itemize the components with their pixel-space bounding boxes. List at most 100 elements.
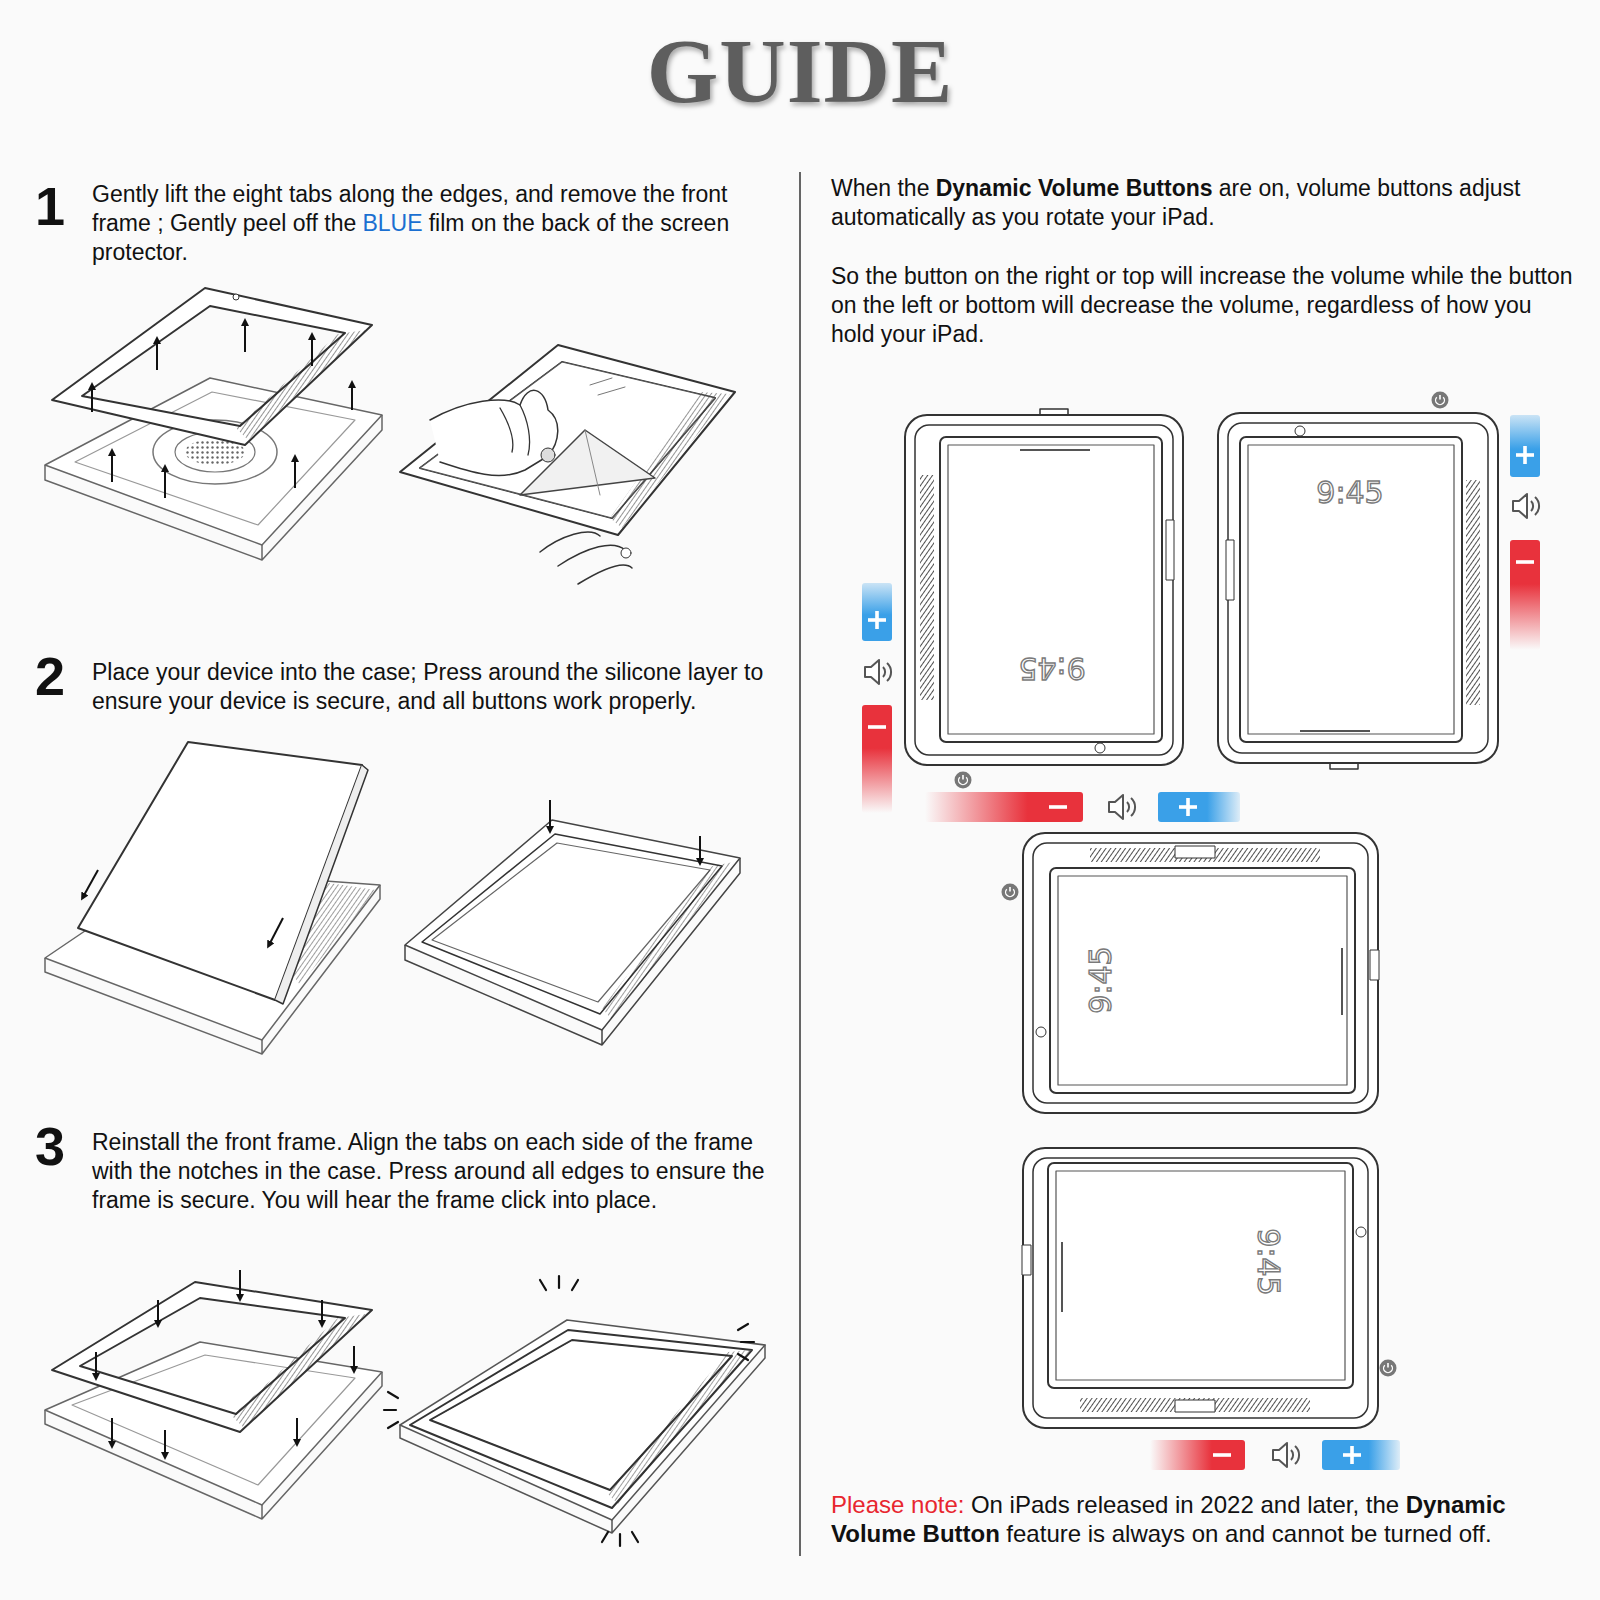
drawing-use <box>865 660 891 684</box>
drawing-rect <box>1033 1158 1368 1418</box>
drawing-line <box>1300 730 1370 732</box>
tablet-insertion <box>45 742 380 1054</box>
column-divider <box>799 172 801 1556</box>
step-number: 3 <box>35 1116 65 1176</box>
drawing-line <box>598 387 625 395</box>
drawing-line <box>294 458 296 488</box>
drawing-rect <box>1056 1171 1345 1380</box>
step-text: BLUE <box>362 210 422 236</box>
drawing-rect <box>1175 846 1215 858</box>
drawing-line <box>388 1392 398 1398</box>
power-icon <box>1380 1360 1397 1377</box>
drawing-line <box>91 386 93 412</box>
drawing-use <box>1513 494 1539 518</box>
drawing-circle <box>233 294 239 300</box>
drawing-rect <box>1322 1440 1400 1470</box>
drawing-line <box>738 1324 748 1330</box>
drawing-polygon <box>232 1314 366 1428</box>
drawing-path <box>52 1282 372 1432</box>
drawing-rect <box>940 437 1162 742</box>
drawing-line <box>738 1354 748 1360</box>
drawing-g <box>96 1270 354 1456</box>
drawing-line <box>157 1300 159 1324</box>
drawing-path <box>52 288 372 445</box>
info-text-block: When theDynamic Volume Buttonsare on, vo… <box>831 174 1583 232</box>
drawing-path <box>410 1330 752 1508</box>
screen-clock: 9:45 <box>1018 651 1085 686</box>
drawing-use <box>1049 805 1067 809</box>
power-icon <box>1002 884 1019 901</box>
drawing-rect <box>1466 480 1480 705</box>
drawing-use <box>1179 798 1197 816</box>
drawing-line <box>239 1270 241 1298</box>
drawing-circle <box>1295 426 1305 436</box>
screen-clock: 9:45 <box>1251 1228 1286 1295</box>
drawing-path <box>430 390 558 475</box>
note-text-block: Please note: On iPads released in 2022 an… <box>831 1490 1583 1548</box>
drawing-line <box>269 918 283 945</box>
info-text-block: So the button on the right or top will i… <box>831 262 1576 349</box>
drawing-line <box>95 1352 97 1377</box>
ipad-case <box>905 409 1183 765</box>
drawing-rect <box>1248 445 1454 734</box>
drawing-g <box>92 322 352 498</box>
drawing-line <box>156 340 158 370</box>
ipad-case <box>1023 833 1379 1113</box>
screen-clock: 9:45 <box>1316 475 1383 510</box>
drawing-polygon <box>78 742 362 1000</box>
drawing-rect <box>1226 540 1234 600</box>
drawing-rect <box>862 705 892 813</box>
drawing-g <box>384 1276 754 1546</box>
drawing-rect <box>1058 876 1347 1085</box>
drawing-use <box>868 611 886 629</box>
drawing-line <box>164 468 166 498</box>
drawing-rect <box>1023 1148 1378 1428</box>
info-text: So the button on the right or top will i… <box>831 263 1573 347</box>
drawing-polygon <box>236 330 366 440</box>
drawing-rect <box>1050 868 1355 1093</box>
drawing-use <box>1516 560 1534 564</box>
step-text-block: Reinstall the front frame. Align the tab… <box>92 1128 792 1215</box>
drawing-use <box>1516 446 1534 464</box>
ipad-case <box>1022 1148 1378 1428</box>
drawing-line <box>558 1276 560 1288</box>
drawing-use <box>1213 1453 1231 1457</box>
drawing-rect <box>1166 520 1174 580</box>
drawing-circle <box>621 548 631 558</box>
drawing-rect <box>905 415 1183 765</box>
drawing-polygon <box>405 820 740 1030</box>
note-text: Please note: <box>831 1491 964 1518</box>
drawing-rect <box>1022 1245 1031 1275</box>
drawing-rect <box>1023 833 1378 1113</box>
drawing-rect <box>925 792 1083 822</box>
drawing-rect <box>862 583 892 641</box>
drawing-line <box>1020 449 1090 451</box>
drawing-line <box>111 452 113 482</box>
drawing-rect <box>1150 1440 1245 1470</box>
frame-clicked <box>384 1276 765 1546</box>
drawing-line <box>602 1532 608 1542</box>
case-disassembly <box>45 288 382 560</box>
drawing-line <box>1061 1242 1063 1312</box>
drawing-rect <box>920 475 934 700</box>
drawing-line <box>311 336 313 366</box>
note-text: On iPads released in 2022 and later, the <box>971 1491 1399 1518</box>
drawing-rect <box>915 425 1173 755</box>
drawing-path <box>275 765 368 1004</box>
drawing-rect <box>1240 437 1462 742</box>
drawing-circle <box>1095 743 1105 753</box>
drawing-rect <box>1510 415 1540 477</box>
film-peeling <box>400 345 735 584</box>
drawing-line <box>83 870 98 897</box>
drawing-rect <box>1228 423 1488 753</box>
drawing-rect <box>1175 1400 1215 1412</box>
step-text: Place your device into the case; Press a… <box>92 659 763 714</box>
drawing-line <box>353 1346 355 1370</box>
drawing-rect <box>1218 413 1498 763</box>
drawing-line <box>585 430 600 495</box>
drawing-line <box>1341 948 1343 1015</box>
drawing-path <box>540 532 632 584</box>
ipad-case <box>1218 413 1498 769</box>
step-text: Reinstall the front frame. Align the tab… <box>92 1129 765 1213</box>
